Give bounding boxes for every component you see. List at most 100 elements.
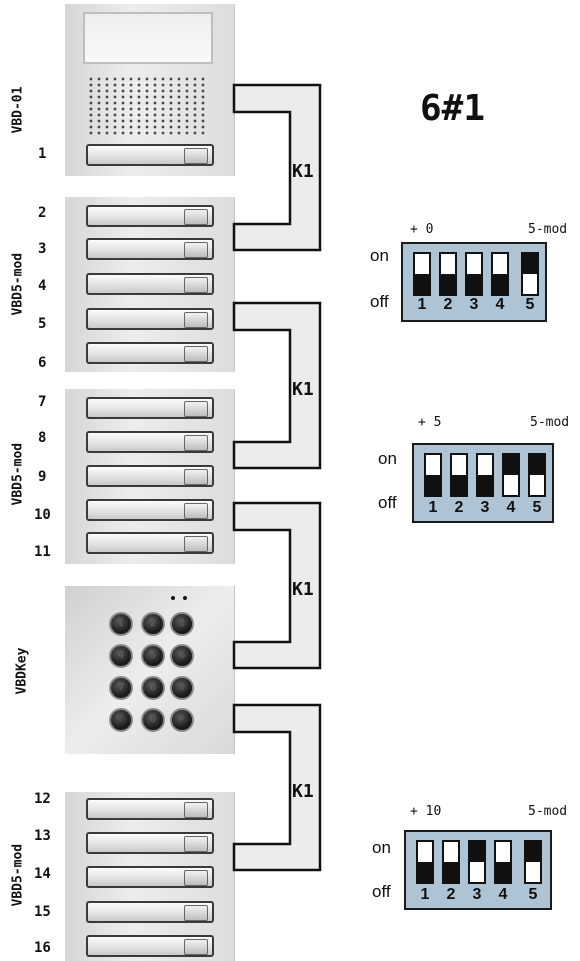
connector-k1-3: K1 [232, 501, 322, 670]
dip-lever [493, 274, 507, 294]
dip-number-4: 4 [498, 886, 508, 903]
keypad-key-6[interactable]: 6 [170, 644, 194, 668]
dip-toggle-4[interactable] [502, 453, 520, 497]
module-vbd5-mod-3 [65, 792, 235, 961]
keypad-key-8[interactable]: 8 [141, 676, 165, 700]
dip-toggle-1[interactable] [413, 252, 431, 296]
dip-lever [452, 475, 466, 495]
dip-lever [504, 455, 518, 475]
dip-lever [478, 475, 492, 495]
button-number-4: 4 [38, 278, 47, 294]
module-vbdkey: 1 2 3 4 5 6 7 8 9 0 ✓ [65, 586, 235, 754]
connector-label: K1 [292, 579, 314, 600]
keypad-key-2[interactable]: 2 [141, 612, 165, 636]
keypad-key-7[interactable]: 7 [109, 676, 133, 700]
keypad-key-4[interactable]: 4 [109, 644, 133, 668]
dip-number-3: 3 [469, 296, 479, 313]
dip-toggle-4[interactable] [494, 840, 512, 884]
button-number-15: 15 [34, 904, 51, 920]
call-button-10[interactable] [86, 499, 214, 521]
module-vbd5-mod-1 [65, 197, 235, 372]
dip-number-4: 4 [506, 499, 516, 516]
keypad-key-1[interactable]: 1 [109, 612, 133, 636]
keypad-key-3[interactable]: 3 [170, 612, 194, 636]
dip-lever [441, 274, 455, 294]
dip-number-1: 1 [420, 886, 430, 903]
name-display [83, 12, 213, 64]
call-button-12[interactable] [86, 798, 214, 820]
dip-lever [418, 862, 432, 882]
dip-lever [530, 455, 544, 475]
dip-mode-label: 5-mod [530, 415, 570, 430]
module-label-vbd-01: VBD-01 [10, 86, 26, 134]
dip-off-label: off [378, 493, 397, 512]
button-number-9: 9 [38, 469, 47, 485]
button-number-10: 10 [34, 507, 51, 523]
call-button-4[interactable] [86, 273, 214, 295]
connector-k1-2: K1 [232, 301, 322, 470]
call-button-9[interactable] [86, 465, 214, 487]
call-button-15[interactable] [86, 901, 214, 923]
dip-on-label: on [372, 838, 391, 857]
dip-mode-label: 5-mod [528, 804, 568, 819]
call-button-14[interactable] [86, 866, 214, 888]
dip-offset-label: + 10 [410, 804, 442, 819]
connector-label: K1 [292, 379, 314, 400]
call-button-1[interactable] [86, 144, 214, 166]
dip-toggle-5[interactable] [524, 840, 542, 884]
button-number-8: 8 [38, 430, 47, 446]
dip-toggle-1[interactable] [416, 840, 434, 884]
dip-toggle-3[interactable] [476, 453, 494, 497]
call-button-3[interactable] [86, 238, 214, 260]
dip-toggle-5[interactable] [528, 453, 546, 497]
call-button-13[interactable] [86, 832, 214, 854]
status-led-1 [171, 596, 175, 600]
dip-number-1: 1 [417, 296, 427, 313]
call-button-5[interactable] [86, 308, 214, 330]
dip-number-2: 2 [446, 886, 456, 903]
button-number-7: 7 [38, 394, 47, 410]
dip-lever [523, 254, 537, 274]
status-led-2 [183, 596, 187, 600]
dip-switch-3: + 10 5-mod on off 1 2 3 4 5 [370, 804, 580, 914]
dip-toggle-4[interactable] [491, 252, 509, 296]
dip-on-label: on [370, 246, 389, 265]
call-button-16[interactable] [86, 935, 214, 957]
connector-k1-1: K1 [232, 83, 322, 252]
dip-body: 1 2 3 4 5 [412, 443, 554, 523]
keypad-key-5[interactable]: 5 [141, 644, 165, 668]
call-button-7[interactable] [86, 397, 214, 419]
keypad-key-9[interactable]: 9 [170, 676, 194, 700]
button-number-5: 5 [38, 316, 47, 332]
dip-toggle-5[interactable] [521, 252, 539, 296]
dip-switch-1: + 0 5-mod on off 1 2 3 4 5 [368, 220, 578, 330]
connector-label: K1 [292, 161, 314, 182]
dip-lever [470, 842, 484, 862]
keypad-key-0[interactable]: 0 [141, 708, 165, 732]
keypad-key-enter[interactable]: ✓ [170, 708, 194, 732]
connector-label: K1 [292, 781, 314, 802]
dip-number-2: 2 [454, 499, 464, 516]
call-button-11[interactable] [86, 532, 214, 554]
dip-number-5: 5 [528, 886, 538, 903]
dip-toggle-3[interactable] [468, 840, 486, 884]
button-number-11: 11 [34, 544, 51, 560]
dip-toggle-2[interactable] [439, 252, 457, 296]
diagram-title: 6#1 [420, 88, 486, 129]
dip-toggle-3[interactable] [465, 252, 483, 296]
module-vbd5-mod-2 [65, 389, 235, 564]
dip-mode-label: 5-mod [528, 222, 568, 237]
dip-toggle-2[interactable] [442, 840, 460, 884]
speaker-grille [87, 76, 207, 136]
call-button-2[interactable] [86, 205, 214, 227]
dip-toggle-1[interactable] [424, 453, 442, 497]
module-vbd-01 [65, 4, 235, 176]
call-button-6[interactable] [86, 342, 214, 364]
dip-toggle-2[interactable] [450, 453, 468, 497]
button-number-2: 2 [38, 205, 47, 221]
keypad-key-clear[interactable] [109, 708, 133, 732]
call-button-8[interactable] [86, 431, 214, 453]
dip-number-4: 4 [495, 296, 505, 313]
dip-lever [426, 475, 440, 495]
